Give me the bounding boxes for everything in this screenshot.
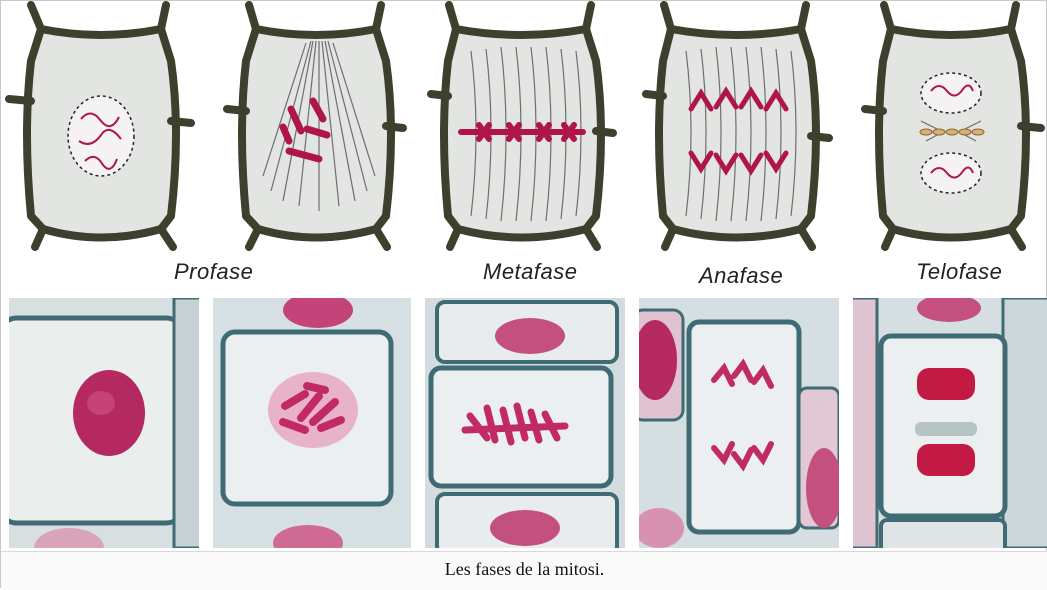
cell-telophase-drawing [865,5,1041,247]
phase-label-anafase: Anafase [699,263,783,289]
cell-interphase-drawing [9,5,191,247]
cell-metaphase-drawing [431,5,613,247]
cell-drawings: Profase Metafase Anafase Telofase [1,1,1047,301]
phase-label-metafase: Metafase [483,259,578,285]
caption-bar: Les fases de la mitosi. [1,551,1047,590]
micrograph-interphase [9,298,199,548]
micrograph-prophase [213,298,411,548]
mitosis-diagram [1,1,1047,301]
micrograph-row [1,298,1047,548]
phase-label-telofase: Telofase [916,259,1002,285]
cell-prophase-drawing [227,5,403,247]
micrograph-telophase [853,298,1047,548]
micrograph-metaphase [425,298,625,548]
figure-caption: Les fases de la mitosi. [1,559,1047,580]
micrograph-anaphase [639,298,839,548]
cell-anaphase-drawing [646,5,829,247]
phase-label-profase: Profase [174,259,253,285]
